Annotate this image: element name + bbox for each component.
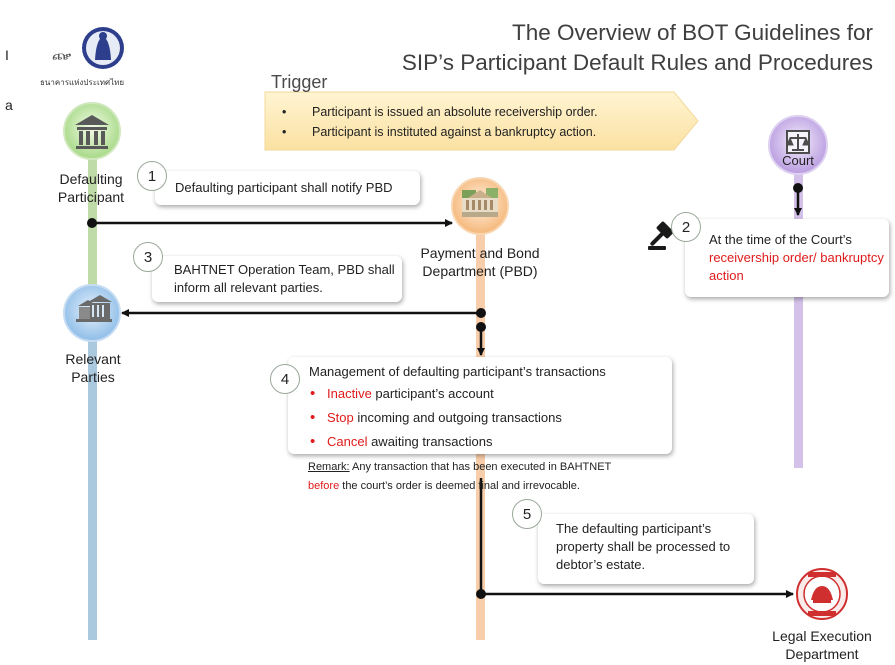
step-2-highlight: receivership order/ bankruptcy action	[709, 250, 884, 283]
scales-icon	[786, 130, 810, 154]
step-2-text: At the time of the Court’s receivership …	[709, 231, 887, 285]
step-3-card: BAHTNET Operation Team, PBD shall inform…	[152, 256, 402, 302]
step-4-bullet: Cancel awaiting transactions	[308, 430, 562, 454]
bank-icon	[75, 115, 109, 149]
gavel-icon	[648, 221, 674, 250]
remark-label: Remark:	[308, 461, 350, 473]
bullet-text: awaiting transactions	[367, 434, 493, 449]
trigger-list: Participant is issued an absolute receiv…	[282, 102, 598, 142]
trigger-item: Participant is instituted against a bank…	[282, 122, 598, 142]
step-1-card: Defaulting participant shall notify PBD	[155, 171, 420, 205]
step-2-card: At the time of the Court’s receivership …	[685, 219, 889, 297]
bot-logo: ጬ	[52, 27, 124, 69]
relevant-parties-label: Relevant Parties	[65, 351, 121, 385]
step-4-bullet: Stop incoming and outgoing transactions	[308, 406, 562, 430]
page-title: The Overview of BOT Guidelines for SIP’s…	[402, 18, 873, 78]
edge-clipped-text: I a	[5, 30, 13, 130]
step-5-text: The defaulting participant’s property sh…	[556, 521, 731, 572]
title-line-1: The Overview of BOT Guidelines for	[512, 20, 873, 45]
bullet-keyword: Stop	[327, 410, 354, 425]
legal-execution-label: Legal Execution Department	[772, 628, 872, 662]
step-3-text: BAHTNET Operation Team, PBD shall inform…	[174, 262, 395, 295]
title-line-2: SIP’s Participant Default Rules and Proc…	[401, 50, 873, 75]
step-4-title: Management of defaulting participant’s t…	[309, 364, 606, 379]
bullet-text: incoming and outgoing transactions	[353, 410, 562, 425]
edge-mark-1: I	[5, 47, 9, 63]
trigger-title: Trigger	[271, 72, 328, 92]
step-4-bullets: Inactive participant’s account Stop inco…	[308, 382, 562, 454]
logo-caption: ธนาคารแห่งประเทศไทย	[40, 78, 125, 87]
step-4-number: 4	[270, 364, 300, 394]
step-5-card: The defaulting participant’s property sh…	[538, 514, 754, 584]
step-2-text-main: At the time of the Court’s	[709, 232, 852, 247]
trigger-item: Participant is issued an absolute receiv…	[282, 102, 598, 122]
remark-text-1: Any transaction that has been executed i…	[349, 461, 612, 473]
building-photo-icon	[462, 188, 498, 217]
step-1-text: Defaulting participant shall notify PBD	[175, 180, 393, 195]
bullet-text: participant’s account	[371, 386, 494, 401]
edge-mark-2: a	[5, 97, 13, 113]
step-3-number: 3	[133, 242, 163, 272]
step-5-number: 5	[512, 499, 542, 529]
defaulting-circle	[63, 102, 121, 160]
bullet-keyword: Inactive	[327, 386, 372, 401]
step-4-card: Management of defaulting participant’s t…	[288, 357, 672, 454]
remark: Remark: Any transaction that has been ex…	[308, 458, 678, 496]
relevant-lane	[88, 330, 97, 640]
remark-keyword: before	[308, 480, 340, 492]
defaulting-participant-label: Defaulting Participant	[57, 171, 125, 205]
remark-text-2: the court’s order is deemed final and ir…	[339, 480, 580, 492]
seal-icon	[796, 568, 848, 620]
court-lane	[794, 168, 803, 468]
step-4-bullet: Inactive participant’s account	[308, 382, 562, 406]
bank-group-icon	[76, 295, 112, 322]
step-2-number: 2	[671, 212, 701, 242]
svg-text:ጬ: ጬ	[52, 46, 71, 64]
step-1-number: 1	[137, 161, 167, 191]
court-label: Court	[782, 153, 814, 168]
bullet-keyword: Cancel	[327, 434, 368, 449]
pbd-label: Payment and Bond Department (PBD)	[420, 245, 540, 279]
